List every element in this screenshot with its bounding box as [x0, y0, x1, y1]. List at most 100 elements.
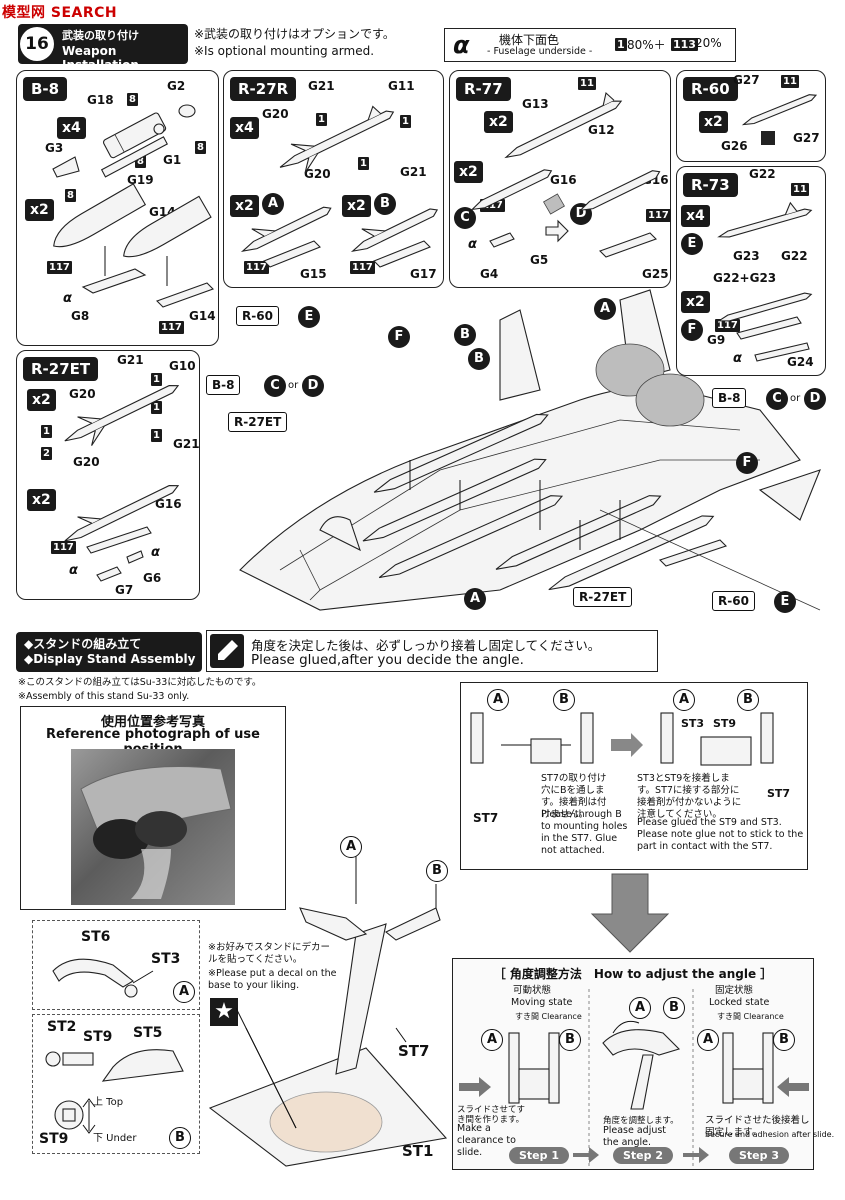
ac-label-r60-bottom: R-60 — [712, 591, 755, 611]
paint-code-1: 1 — [615, 38, 627, 51]
angle-title: ［ 角度調整方法 How to adjust the angle ］ — [493, 967, 773, 981]
glue-icon — [210, 634, 244, 668]
secure-en: Secure and adhesion after slide. — [705, 1130, 835, 1139]
ac-or-left: or — [288, 380, 299, 391]
st9b-label: ST9 — [39, 1131, 69, 1147]
r77-part-g12: G12 — [588, 123, 615, 137]
ac-circle-a-bottom: A — [464, 588, 486, 610]
aircraft-drawing — [239, 289, 821, 611]
r77-part-g4: G4 — [480, 267, 499, 281]
r27r-code-1c: 1 — [358, 157, 369, 170]
r73-alpha: α — [733, 351, 742, 366]
alpha-en: - Fuselage underside - — [487, 46, 593, 57]
detail-circle-b1: B — [553, 689, 575, 711]
st2-label: ST2 — [47, 1019, 77, 1035]
step-title-en: Weapon Installation — [62, 44, 139, 72]
paint-pct-1: 80%＋ — [627, 38, 666, 52]
r77-panel: R-77 x2 x2 C D G13 G12 G16 G16 G4 G5 G25… — [449, 70, 671, 288]
detail-note1-jp: ST7の取り付け穴にBを通します。接着剤は付けません。 — [541, 773, 607, 820]
r60-part-g27b: G27 — [793, 131, 820, 145]
under-label: 下 Under — [93, 1133, 137, 1144]
ac-label-b8-left: B-8 — [206, 375, 241, 395]
ac-circle-e-top: E — [298, 306, 320, 328]
detail-note2-en: Please glued the ST9 and ST3. Please not… — [637, 817, 804, 852]
r27et-mult-x2b: x2 — [27, 489, 56, 511]
r77-drawing — [470, 91, 661, 258]
r27r-code-117b: 117 — [350, 261, 375, 274]
ac-circle-e-bottom: E — [774, 591, 796, 613]
stand-drawing — [208, 848, 448, 1167]
angle-circle-b2: B — [663, 997, 685, 1019]
r27r-code-1a: 1 — [316, 113, 327, 126]
st9-label: ST9 — [83, 1029, 113, 1045]
r77-circle-c: C — [454, 207, 476, 229]
locked-en: Locked state — [709, 997, 770, 1008]
st5-label: ST5 — [133, 1025, 163, 1041]
st9-drawing — [45, 1049, 184, 1134]
r77-code-11: 11 — [578, 77, 596, 90]
ac-label-r27et-left: R-27ET — [228, 412, 288, 432]
b8-code-8d: 8 — [65, 189, 76, 202]
r73-title: R-73 — [683, 173, 738, 197]
r27r-part-g21a: G21 — [308, 79, 335, 93]
clearance-2: すき間 Clearance — [717, 1012, 784, 1021]
r77-mult-x2a: x2 — [484, 111, 513, 133]
paint-code-113: 113 — [671, 38, 698, 51]
detail-note2-jp: ST3とST9を接着します。ST7に接する部分に接着剤が付かないように注意してく… — [637, 773, 742, 820]
step1-badge: Step 1 — [509, 1147, 569, 1164]
r27et-code-1c: 1 — [41, 425, 52, 438]
ac-circle-a-top: A — [594, 298, 616, 320]
r27et-part-g20a: G20 — [69, 387, 96, 401]
alpha-symbol: α — [453, 31, 470, 59]
b8-code-8b: 8 — [195, 141, 206, 154]
st2-st9-st5-box: ST2 ST9 ST5 上 Top 下 Under ST9 B — [32, 1014, 200, 1154]
reference-photo-panel: 使用位置参考写真 Reference photograph of use pos… — [20, 706, 286, 910]
r60-mult-x2: x2 — [699, 111, 728, 133]
clearance-1: すき間 Clearance — [515, 1012, 582, 1021]
b8-code-117b: 117 — [159, 321, 184, 334]
r73-drawing — [717, 201, 813, 362]
r77-part-g5: G5 — [530, 253, 549, 267]
r73-part-g23: G23 — [733, 249, 760, 263]
optional-note-jp: ※武装の取り付けはオプションです。 — [194, 27, 395, 41]
ac-label-r60-top: R-60 — [236, 306, 279, 326]
r27et-mult-x2a: x2 — [27, 389, 56, 411]
r73-circle-f: F — [681, 319, 703, 341]
stand-header: ◆スタンドの組み立て ◆Display Stand Assembly — [16, 632, 202, 672]
b8-alpha: α — [63, 291, 72, 306]
r73-part-g22b: G22 — [781, 249, 808, 263]
stand-circle-a: A — [340, 836, 362, 858]
r77-title: R-77 — [456, 77, 511, 101]
decal-note-jp: ※お好みでスタンドにデカールを貼ってください。 — [208, 942, 330, 965]
r27et-drawing — [64, 385, 180, 582]
r27r-part-g15: G15 — [300, 267, 327, 281]
r27et-part-g10: G10 — [169, 359, 196, 373]
paint-pct-113: 20% — [695, 36, 722, 50]
r73-circle-e: E — [681, 233, 703, 255]
r27r-circle-b: B — [374, 193, 396, 215]
b8-part-g8: G8 — [71, 309, 90, 323]
r60-title: R-60 — [683, 77, 738, 101]
stand-circle-b: B — [426, 860, 448, 882]
ac-circle-c-left: C — [264, 375, 286, 397]
r77-part-g25: G25 — [642, 267, 669, 281]
adjust-jp: 角度を調整します。 — [603, 1116, 679, 1126]
r73-part-g22g23: G22+G23 — [713, 271, 777, 285]
alpha-color-legend: α 機体下面色 - Fuselage underside - 1 80%＋ 11… — [444, 28, 736, 62]
stand-detail-box: A B A B ST7 ST7の取り付け穴にBを通します。接着剤は付けません。 … — [460, 682, 808, 870]
ac-circle-c-right: C — [766, 388, 788, 410]
r77-code-117b: 117 — [646, 209, 671, 222]
alpha-jp: 機体下面色 — [499, 33, 560, 47]
step3-badge: Step 3 — [729, 1147, 789, 1164]
r27r-part-g11: G11 — [388, 79, 415, 93]
r27r-code-117a: 117 — [244, 261, 269, 274]
b8-code-8a: 8 — [127, 93, 138, 106]
step2-badge: Step 2 — [613, 1147, 673, 1164]
r73-part-g24: G24 — [787, 355, 814, 369]
moving-jp: 可動状態 — [513, 985, 552, 996]
r27et-part-g20b: G20 — [73, 455, 100, 469]
r73-code-11: 11 — [791, 183, 809, 196]
b8-part-g1: G1 — [163, 153, 182, 167]
r77-part-g13: G13 — [522, 97, 549, 111]
r73-mult-x4: x4 — [681, 205, 710, 227]
